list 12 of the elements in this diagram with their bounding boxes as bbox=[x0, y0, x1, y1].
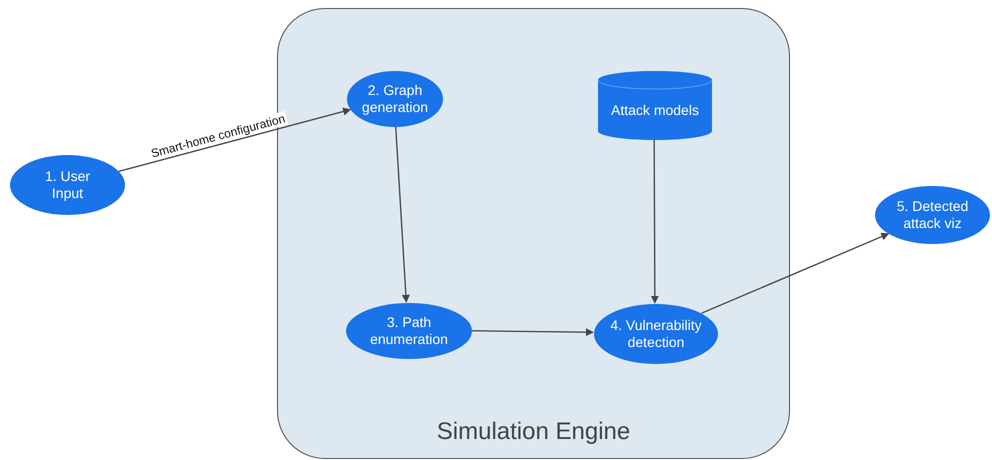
process-ellipse: 4. Vulnerability detection bbox=[594, 304, 718, 364]
arrow bbox=[701, 232, 890, 314]
arrow bbox=[395, 126, 410, 303]
arrow bbox=[650, 139, 659, 304]
node-label: Attack models bbox=[611, 102, 699, 119]
process-ellipse: 1. User Input bbox=[10, 155, 125, 215]
process-ellipse: 3. Path enumeration bbox=[346, 303, 472, 359]
panel-title: Simulation Engine bbox=[436, 418, 630, 446]
process-ellipse: 2. Graph generation bbox=[347, 71, 443, 127]
process-ellipse: 5. Detected attack viz bbox=[875, 186, 990, 244]
arrow bbox=[118, 108, 352, 172]
arrow bbox=[470, 328, 594, 336]
